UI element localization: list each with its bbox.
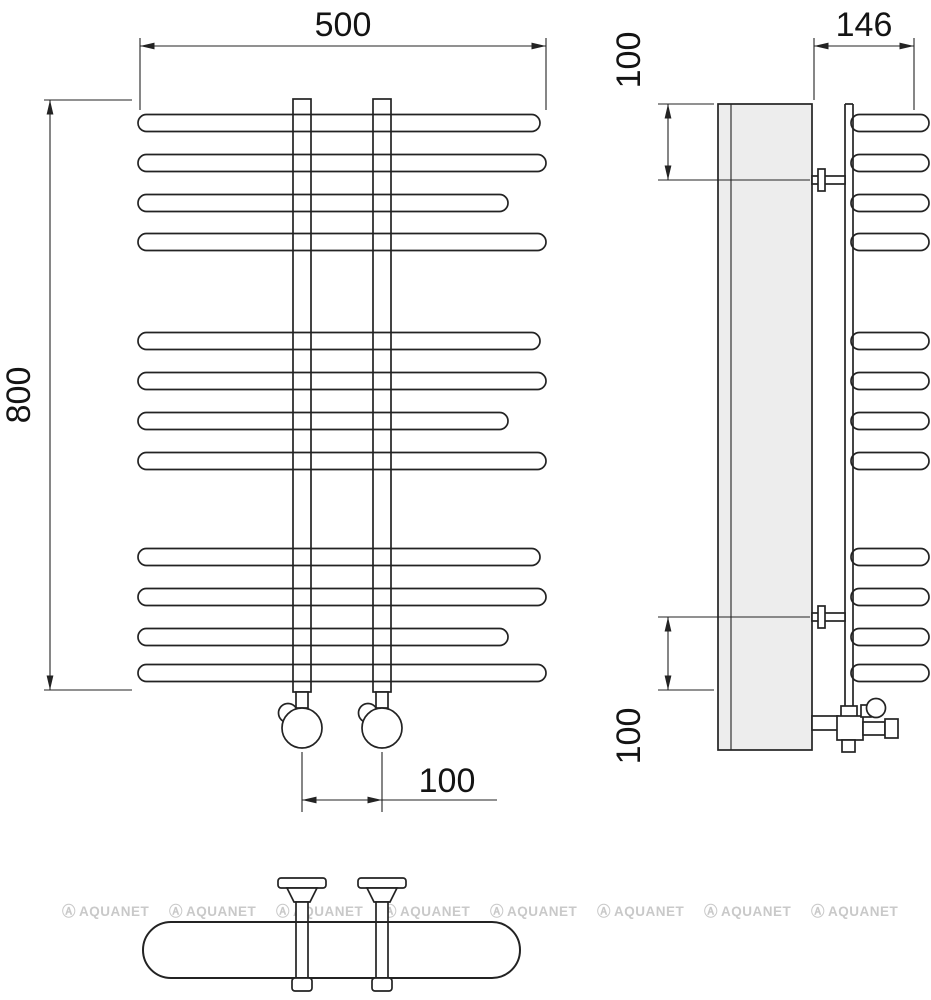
valve-body	[836, 715, 864, 741]
dimension-front-height: 800	[0, 99, 132, 691]
towel-bar	[137, 193, 509, 213]
towel-bar	[137, 587, 547, 607]
valve-stem	[375, 901, 389, 923]
towel-bar-end	[850, 411, 930, 431]
towel-bar-end	[850, 371, 930, 391]
valve-handle-cone	[285, 887, 319, 903]
watermark-icon: Ⓐ	[704, 903, 718, 919]
watermark-label: AQUANET	[186, 904, 257, 919]
bracket-arm	[811, 175, 846, 185]
towel-bar-end	[850, 627, 930, 647]
valve-handle-cone	[365, 887, 399, 903]
front-view: 500 800 100	[0, 6, 547, 812]
valve-stem	[295, 901, 309, 923]
valve-foot	[371, 977, 393, 992]
bottom-bar-outline	[142, 921, 521, 979]
wall-bracket-top	[811, 168, 846, 192]
dimension-label-front-width: 500	[315, 6, 372, 44]
watermark-icon: Ⓐ	[811, 903, 825, 919]
side-riser	[844, 103, 854, 706]
towel-bar	[137, 547, 541, 567]
watermark-icon: Ⓐ	[490, 903, 504, 919]
front-bars	[137, 113, 547, 683]
bracket-arm	[811, 612, 846, 622]
towel-bar	[137, 371, 547, 391]
valve-pipe	[811, 715, 839, 731]
valve-knob	[865, 697, 887, 719]
valve-stub	[375, 691, 389, 709]
towel-bar	[137, 451, 547, 471]
dimension-front-width: 500	[139, 6, 547, 110]
watermark-label: AQUANET	[293, 904, 364, 919]
dimension-label-side-top-offset: 100	[610, 32, 648, 89]
side-view: 146 100 100	[610, 6, 930, 765]
bottom-valve-right	[357, 877, 407, 992]
dimension-valve-spacing: 100	[301, 752, 497, 812]
watermark-icon: Ⓐ	[62, 903, 76, 919]
side-bars	[850, 113, 930, 683]
towel-bar-end	[850, 232, 930, 252]
side-valve-assembly	[811, 697, 899, 753]
towel-bar	[137, 663, 547, 683]
wall-panel	[717, 103, 813, 751]
dimension-label-side-bottom-offset: 100	[610, 708, 648, 765]
valve-union	[361, 707, 403, 749]
dimension-side-depth: 146	[813, 6, 915, 110]
watermark-label: AQUANET	[614, 904, 685, 919]
watermark-label: AQUANET	[400, 904, 471, 919]
towel-bar-end	[850, 331, 930, 351]
watermark-icon: Ⓐ	[276, 903, 290, 919]
wall-bracket-bottom	[811, 605, 846, 629]
towel-bar-end	[850, 193, 930, 213]
valve-outlet	[862, 721, 886, 736]
towel-bar-end	[850, 663, 930, 683]
watermark-label: AQUANET	[721, 904, 792, 919]
dimension-label-valve-spacing: 100	[419, 762, 476, 800]
dimension-label-side-depth: 146	[836, 6, 893, 44]
towel-bar-end	[850, 113, 930, 133]
towel-bar	[137, 232, 547, 252]
bracket-plate	[817, 168, 826, 192]
bottom-valve-left	[277, 877, 327, 992]
towel-bar-end	[850, 153, 930, 173]
valve-nut	[884, 718, 899, 739]
dimension-side-bottom-offset: 100	[610, 616, 810, 765]
towel-bar-end	[850, 587, 930, 607]
watermark-label: AQUANET	[507, 904, 578, 919]
towel-bar	[137, 153, 547, 173]
watermark-icon: Ⓐ	[597, 903, 611, 919]
towel-bar	[137, 113, 541, 133]
dimension-side-top-offset: 100	[610, 32, 810, 181]
watermark-icon: Ⓐ	[169, 903, 183, 919]
bracket-plate	[817, 605, 826, 629]
front-valves	[277, 691, 403, 749]
valve-handle-bar	[277, 877, 327, 889]
valve-drain	[841, 739, 856, 753]
bottom-view	[142, 877, 521, 992]
towel-bar-end	[850, 547, 930, 567]
valve-union	[281, 707, 323, 749]
valve-stub	[295, 691, 309, 709]
dimension-label-front-height: 800	[0, 367, 38, 424]
watermark-label: AQUANET	[79, 904, 150, 919]
watermark-label: AQUANET	[828, 904, 899, 919]
towel-bar-end	[850, 451, 930, 471]
towel-bar	[137, 411, 509, 431]
towel-bar	[137, 627, 509, 647]
valve-handle-bar	[357, 877, 407, 889]
towel-bar	[137, 331, 541, 351]
valve-foot	[291, 977, 313, 992]
